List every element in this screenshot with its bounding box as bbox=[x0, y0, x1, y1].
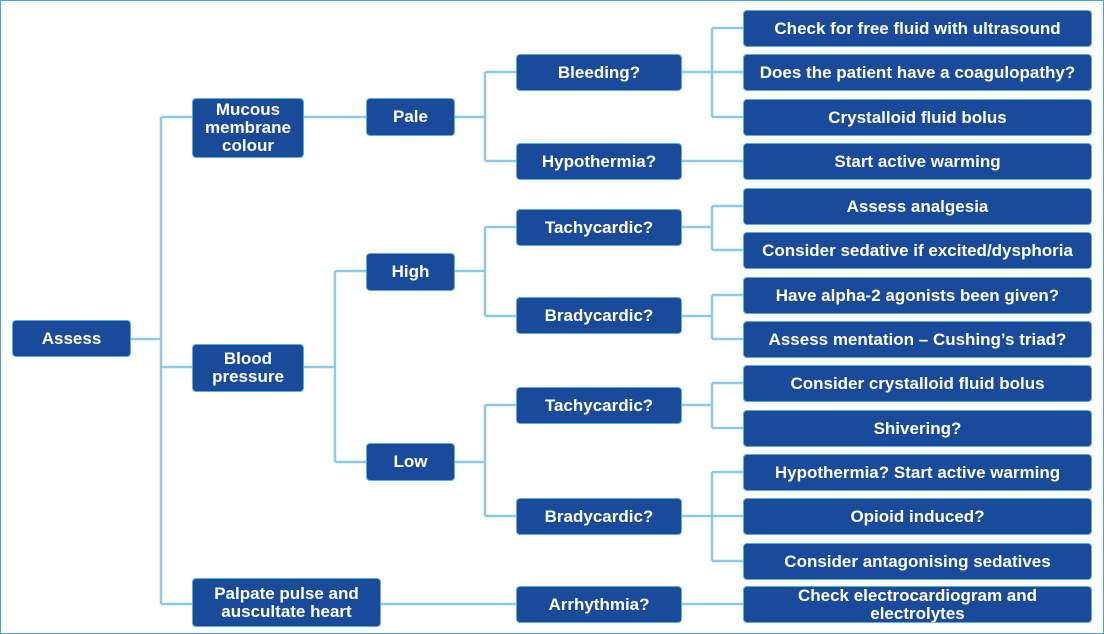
node-assess: Assess bbox=[12, 320, 131, 357]
node-blood-pressure: Blood pressure bbox=[192, 344, 304, 392]
node-shivering: Shivering? bbox=[743, 410, 1092, 447]
node-high: High bbox=[366, 253, 455, 291]
node-coagulopathy: Does the patient have a coagulopathy? bbox=[743, 54, 1092, 91]
node-assess-analgesia: Assess analgesia bbox=[743, 188, 1092, 225]
node-crystalloid-bolus: Crystalloid fluid bolus bbox=[743, 99, 1092, 136]
node-consider-crystalloid-bolus: Consider crystalloid fluid bolus bbox=[743, 365, 1092, 402]
node-antagonising-sedatives: Consider antagonising sedatives bbox=[743, 543, 1092, 580]
node-check-free-fluid: Check for free fluid with ultrasound bbox=[743, 10, 1092, 47]
node-low: Low bbox=[366, 443, 455, 481]
node-consider-sedative: Consider sedative if excited/dysphoria bbox=[743, 232, 1092, 269]
node-hypothermia-warming: Hypothermia? Start active warming bbox=[743, 454, 1092, 491]
node-assess-mentation: Assess mentation – Cushing’s triad? bbox=[743, 321, 1092, 358]
node-opioid-induced: Opioid induced? bbox=[743, 498, 1092, 535]
node-alpha2-agonists: Have alpha-2 agonists been given? bbox=[743, 277, 1092, 314]
node-low-tachycardic: Tachycardic? bbox=[516, 387, 682, 424]
node-mucous-membrane-colour: Mucous membrane colour bbox=[192, 98, 304, 158]
node-check-ecg: Check electrocardiogram and electrolytes bbox=[743, 586, 1092, 623]
node-pale: Pale bbox=[366, 98, 455, 136]
node-high-bradycardic: Bradycardic? bbox=[516, 297, 682, 334]
node-high-tachycardic: Tachycardic? bbox=[516, 209, 682, 246]
node-palpate-pulse: Palpate pulse and auscultate heart bbox=[192, 578, 381, 627]
node-start-active-warming: Start active warming bbox=[743, 143, 1092, 180]
node-bleeding: Bleeding? bbox=[516, 54, 682, 91]
node-hypothermia: Hypothermia? bbox=[516, 143, 682, 180]
node-low-bradycardic: Bradycardic? bbox=[516, 498, 682, 535]
node-arrhythmia: Arrhythmia? bbox=[516, 586, 682, 623]
